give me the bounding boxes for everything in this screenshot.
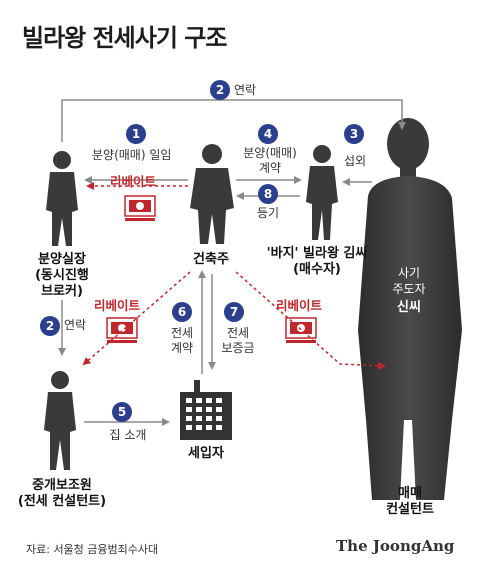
label-jeonse-contract-2: 계약 [170, 341, 194, 355]
label-rebate-broker: 리베이트 [94, 298, 141, 313]
arrow-rebate-broker [82, 271, 191, 366]
villa-king-figure [306, 145, 338, 240]
actor-sales-manager-2: (동시진행 [35, 268, 89, 283]
label-bunyang-contract-2: 계약 [258, 161, 282, 175]
step-badge-2-top: 2 [210, 80, 230, 100]
building-icon [180, 380, 232, 440]
step-badge-6: 6 [172, 302, 192, 322]
step-badge-5: 5 [112, 402, 132, 422]
actor-tenant: 세입자 [188, 446, 224, 461]
mastermind-figure [358, 118, 462, 500]
step-badge-1: 1 [126, 124, 146, 144]
label-registration: 등기 [256, 206, 280, 220]
actor-mastermind-3: 신씨 [397, 300, 421, 315]
step-badge-7: 7 [224, 302, 244, 322]
actor-sales-manager-1: 분양실장 [38, 252, 86, 267]
arrow-rebate-consultant [235, 271, 386, 370]
label-rebate-top: 리베이트 [110, 174, 157, 189]
actor-mastermind-1: 사기 [397, 266, 421, 280]
actor-consultant-1: 매매 [398, 486, 422, 501]
label-jeonse-contract-1: 전세 [170, 326, 194, 340]
actor-villa-king-1: '바지' 빌라왕 김씨 [266, 246, 368, 261]
brand-logo: The JoongAng [336, 537, 455, 555]
step-badge-2-left: 2 [40, 316, 60, 336]
money-icon-top [124, 195, 156, 221]
money-icon-right [285, 317, 317, 343]
page-title: 빌라왕 전세사기 구조 [22, 24, 227, 52]
actor-sales-manager-3: 브로커) [41, 284, 83, 299]
label-jeonse-deposit-2: 보증금 [221, 341, 255, 355]
label-jeonse-deposit-1: 전세 [226, 326, 250, 340]
actor-builder: 건축주 [193, 252, 229, 267]
label-contact-left: 연락 [64, 318, 87, 332]
broker-assistant-figure [44, 371, 76, 470]
sales-manager-figure [46, 151, 78, 246]
actor-mastermind-2: 주도자 [392, 282, 426, 296]
arrow-contact-top [61, 99, 406, 142]
actor-broker-assistant-1: 중개보조원 [32, 478, 92, 493]
label-bunyang-entrust: 분양(매매) 일임 [92, 148, 172, 162]
label-house-intro: 집 소개 [109, 428, 147, 442]
label-contact-top: 연락 [234, 83, 257, 97]
actor-broker-assistant-2: (전세 컨설턴트) [17, 494, 107, 509]
money-icon-left [106, 317, 138, 343]
actor-villa-king-2: (매수자) [293, 262, 341, 277]
actor-consultant-2: 컨설턴트 [386, 502, 434, 517]
step-badge-8: 8 [258, 184, 278, 204]
label-rebate-consultant: 리베이트 [276, 298, 323, 313]
step-badge-4: 4 [258, 124, 278, 144]
step-badge-3: 3 [344, 124, 364, 144]
source-note: 자료: 서울청 금융범죄수사대 [26, 543, 159, 556]
builder-figure [190, 144, 234, 244]
label-solicit: 섭외 [343, 154, 367, 168]
label-bunyang-contract-1: 분양(매매) [243, 146, 297, 160]
